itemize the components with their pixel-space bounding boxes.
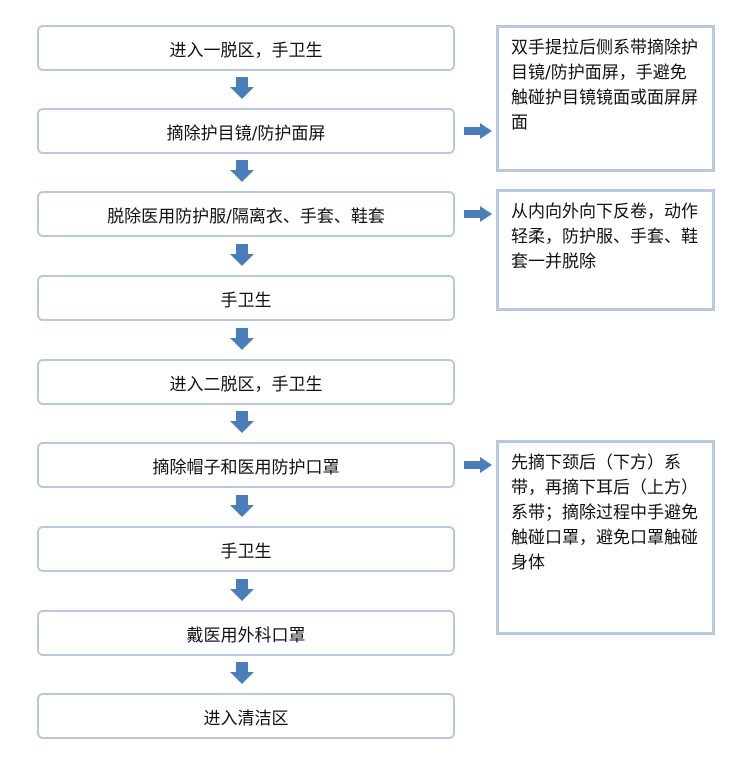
step-hand-hygiene-1: 手卫生: [37, 275, 455, 321]
step-enter-second-doffing-zone: 进入二脱区，手卫生: [37, 359, 455, 405]
step-remove-goggles: 摘除护目镜/防护面屏: [37, 108, 455, 154]
step-remove-cap-and-respirator: 摘除帽子和医用防护口罩: [37, 442, 455, 488]
step-hand-hygiene-2: 手卫生: [37, 526, 455, 572]
note-text: 从内向外向下反卷，动作轻柔，防护服、手套、鞋套一并脱除: [511, 202, 698, 272]
step-label: 手卫生: [220, 541, 272, 562]
step-label: 进入一脱区，手卫生: [169, 40, 323, 61]
note-protective-clothing: 从内向外向下反卷，动作轻柔，防护服、手套、鞋套一并脱除: [496, 189, 715, 311]
down-arrow-icon: [230, 244, 254, 266]
note-text: 先摘下颈后（下方）系带，再摘下耳后（上方）系带；摘除过程中手避免触碰口罩，避免口…: [511, 453, 698, 573]
down-arrow-icon: [230, 411, 254, 433]
note-text: 双手提拉后侧系带摘除护目镜/防护面屏，手避免触碰护目镜镜面或面屏屏面: [511, 38, 698, 133]
step-wear-surgical-mask: 戴医用外科口罩: [37, 610, 455, 656]
step-label: 摘除护目镜/防护面屏: [166, 123, 326, 144]
step-label: 进入清洁区: [203, 708, 289, 729]
right-arrow-icon: [464, 457, 492, 473]
down-arrow-icon: [230, 160, 254, 182]
down-arrow-icon: [230, 77, 254, 99]
note-goggles: 双手提拉后侧系带摘除护目镜/防护面屏，手避免触碰护目镜镜面或面屏屏面: [496, 25, 715, 172]
down-arrow-icon: [230, 579, 254, 601]
step-enter-first-doffing-zone: 进入一脱区，手卫生: [37, 25, 455, 71]
step-enter-clean-zone: 进入清洁区: [37, 693, 455, 739]
step-label: 戴医用外科口罩: [186, 625, 306, 646]
step-remove-protective-clothing: 脱除医用防护服/隔离衣、手套、鞋套: [37, 191, 455, 237]
down-arrow-icon: [230, 662, 254, 684]
down-arrow-icon: [230, 495, 254, 517]
step-label: 手卫生: [220, 290, 272, 311]
step-label: 脱除医用防护服/隔离衣、手套、鞋套: [107, 206, 385, 227]
right-arrow-icon: [464, 206, 492, 222]
step-label: 摘除帽子和医用防护口罩: [152, 457, 340, 478]
note-respirator: 先摘下颈后（下方）系带，再摘下耳后（上方）系带；摘除过程中手避免触碰口罩，避免口…: [496, 440, 715, 635]
right-arrow-icon: [464, 123, 492, 139]
step-label: 进入二脱区，手卫生: [169, 374, 323, 395]
down-arrow-icon: [230, 328, 254, 350]
